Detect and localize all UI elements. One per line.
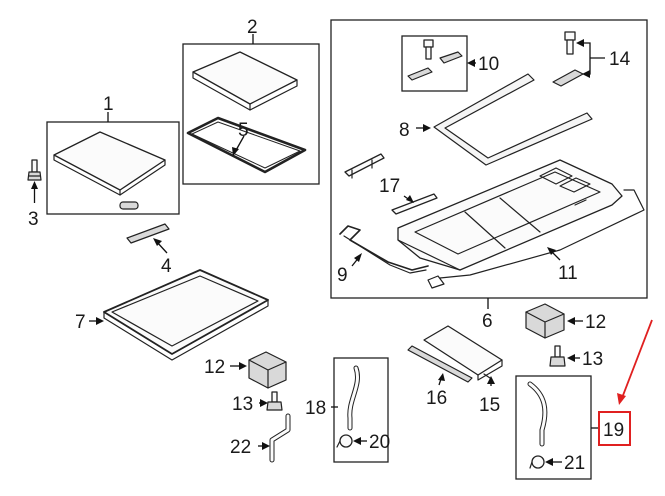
callout-17: 17: [379, 176, 400, 197]
sunshade-part-15: [423, 325, 503, 381]
callout-7: 7: [75, 312, 86, 333]
rail-part-16: [407, 345, 473, 383]
callout-16: 16: [426, 388, 447, 409]
callout-10: 10: [478, 54, 499, 75]
callout-8: 8: [399, 120, 410, 141]
bracket-part-17: [344, 153, 438, 215]
drain-tube-part-18: [347, 365, 360, 431]
group-box-2: [182, 43, 320, 185]
callout-18: 18: [305, 398, 326, 419]
callout-6: 6: [482, 311, 493, 332]
callout-13-right: 13: [582, 349, 603, 370]
callout-12-right: 12: [585, 312, 606, 333]
drain-hose-part-22: [269, 413, 291, 463]
bolt-part-14: [552, 31, 584, 87]
callout-15: 15: [479, 395, 500, 416]
clip-part-20: [336, 434, 353, 448]
callout-3: 3: [28, 209, 39, 230]
callout-22: 22: [230, 437, 251, 458]
bolt-part-13-right: [549, 345, 566, 367]
callout-19: 19: [603, 420, 624, 441]
callout-13-left: 13: [232, 394, 253, 415]
motor-part-12-left: [248, 351, 287, 389]
highlight-box: [598, 411, 631, 446]
bolt-part-3: [27, 159, 42, 181]
highlight-arrow: [621, 319, 653, 399]
clip-part-10: [407, 39, 463, 81]
panel-seal-part: [186, 116, 307, 174]
strip-part-4: [126, 223, 170, 244]
callout-2: 2: [247, 17, 258, 38]
clip-part-21: [529, 455, 545, 469]
callout-9: 9: [337, 265, 348, 286]
group-box-1: [46, 121, 180, 215]
callout-1: 1: [103, 94, 114, 115]
callout-20: 20: [369, 432, 390, 453]
motor-part-12-right: [525, 303, 565, 339]
roof-panel-part: [192, 51, 298, 111]
callout-5: 5: [238, 120, 249, 141]
frame-seal-part-7: [103, 269, 269, 361]
callout-12-left: 12: [204, 357, 225, 378]
guide-rail-part-9: [339, 225, 445, 289]
callout-11: 11: [558, 263, 578, 284]
sunroof-frame-part-11: [397, 159, 645, 279]
bolt-part-13-left: [266, 391, 283, 411]
callout-21: 21: [564, 453, 585, 474]
callout-14: 14: [609, 49, 631, 70]
group-box-10: [401, 35, 468, 92]
glass-panel-part: [53, 131, 166, 196]
callout-4: 4: [161, 256, 172, 277]
glass-clip-part: [119, 201, 139, 210]
group-box-6: [330, 19, 648, 299]
group-box-18: [333, 357, 389, 463]
seal-part-8: [433, 73, 593, 166]
drain-tube-part-19: [527, 381, 548, 447]
